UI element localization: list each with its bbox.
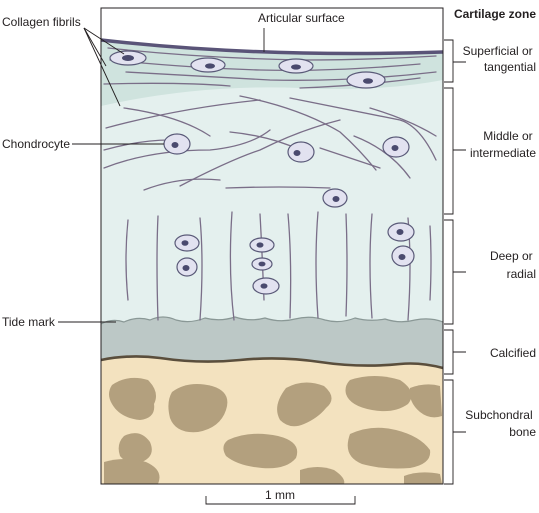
chondrocytes [109,50,415,295]
marrow-space [409,384,442,418]
collagen-fiber [123,107,211,137]
collagen-fiber [179,119,341,187]
marrow-space [118,433,152,464]
zone-label-deep-line-1: Deep or [490,249,533,263]
collagen-fiber [429,225,432,301]
marrow-spaces [104,376,442,484]
bracket-middle [444,87,466,215]
collagen-fiber [225,186,331,189]
chondrocyte-cell [382,136,410,158]
zone-label-subchondral-line-2: bone [509,425,536,439]
collagen-fiber [239,95,377,171]
scale-bar [205,496,356,505]
chondrocyte-cell [346,71,386,89]
leader-lines [58,27,265,323]
chondrocyte-cell [278,58,314,74]
chondrocyte-cell [387,222,415,242]
leader-collagen-to-superficial [83,27,107,67]
chondrocyte-cell [287,141,315,163]
collagen-fiber [315,211,319,319]
zone-label-superficial: Superficial or tangential [463,44,536,74]
collagen-fiber [105,99,261,129]
marrow-space [347,427,431,469]
specimen-frame [100,7,444,485]
marrow-space [223,433,298,469]
collagen-fiber [229,211,235,321]
collagen-fiber [143,178,221,191]
collagen-fiber [103,129,271,169]
tide-mark-line [100,316,444,325]
collagen-fiber [125,219,129,301]
leader-collagen-to-middle [83,27,121,107]
label-chondrocyte: Chondrocyte [2,137,70,151]
chondrocyte-cell [391,245,415,267]
zone-label-subchondral-line-1: Subchondral [465,408,532,422]
marrow-space [168,384,228,433]
collagen-fiber [287,213,292,319]
chondrocyte-cell [190,57,226,73]
collagen-fiber [369,213,373,319]
collagen-fiber [319,147,381,169]
marrow-space [104,459,160,484]
bracket-subchondral [444,379,466,485]
collagen-fiber [103,82,231,87]
label-scale: 1 mm [265,488,295,502]
cement-line [100,355,444,370]
marrow-space [109,377,156,420]
collagen-fiber [109,59,421,72]
bracket-superficial [444,39,466,83]
collagen-fiber [199,217,203,321]
zone-column-title: Cartilage zone [454,7,536,21]
zone-label-superficial-line-1: Superficial or [463,44,533,58]
zone-label-subchondral: Subchondral bone [465,408,536,439]
zone-label-calcified: Calcified [490,346,536,360]
chondrocyte-cell [174,234,200,252]
label-articular-surface: Articular surface [258,11,345,25]
marrow-space [300,467,345,484]
superficial-zone-layer [101,40,443,106]
chondrocyte-cell [163,133,191,155]
zone-brackets [444,39,466,485]
collagen-fiber [289,97,437,161]
zone-label-middle-line-2: intermediate [470,146,536,160]
zone-label-middle-line-1: Middle or [483,129,532,143]
collagen-fiber [156,215,159,321]
marrow-space [345,376,412,412]
marrow-space [404,472,442,484]
zone-label-deep-line-2: radial [507,267,536,281]
chondrocyte-cell [252,277,280,295]
marrow-space [277,382,332,427]
articular-surface-line [100,38,444,56]
bracket-calcified [444,329,466,375]
zone-label-superficial-line-2: tangential [484,60,536,74]
zone-label-middle: Middle or intermediate [470,129,536,160]
calcified-zone-layer [101,317,443,368]
zone-label-calcified-line-1: Calcified [490,346,536,360]
zone-label-deep: Deep or radial [490,249,536,281]
chondrocyte-cell [251,257,273,271]
label-tide-mark: Tide mark [2,315,56,329]
chondrocyte-cell [109,50,147,66]
label-collagen-fibrils: Collagen fibrils [2,15,81,29]
collagen-fiber [345,213,348,317]
collagen-fiber [369,107,437,137]
chondrocyte-cell [322,188,348,208]
bracket-deep [444,219,466,325]
chondrocyte-cell [249,237,275,253]
chondrocyte-cell [176,257,198,277]
leader-collagen-to-surface [83,27,125,55]
